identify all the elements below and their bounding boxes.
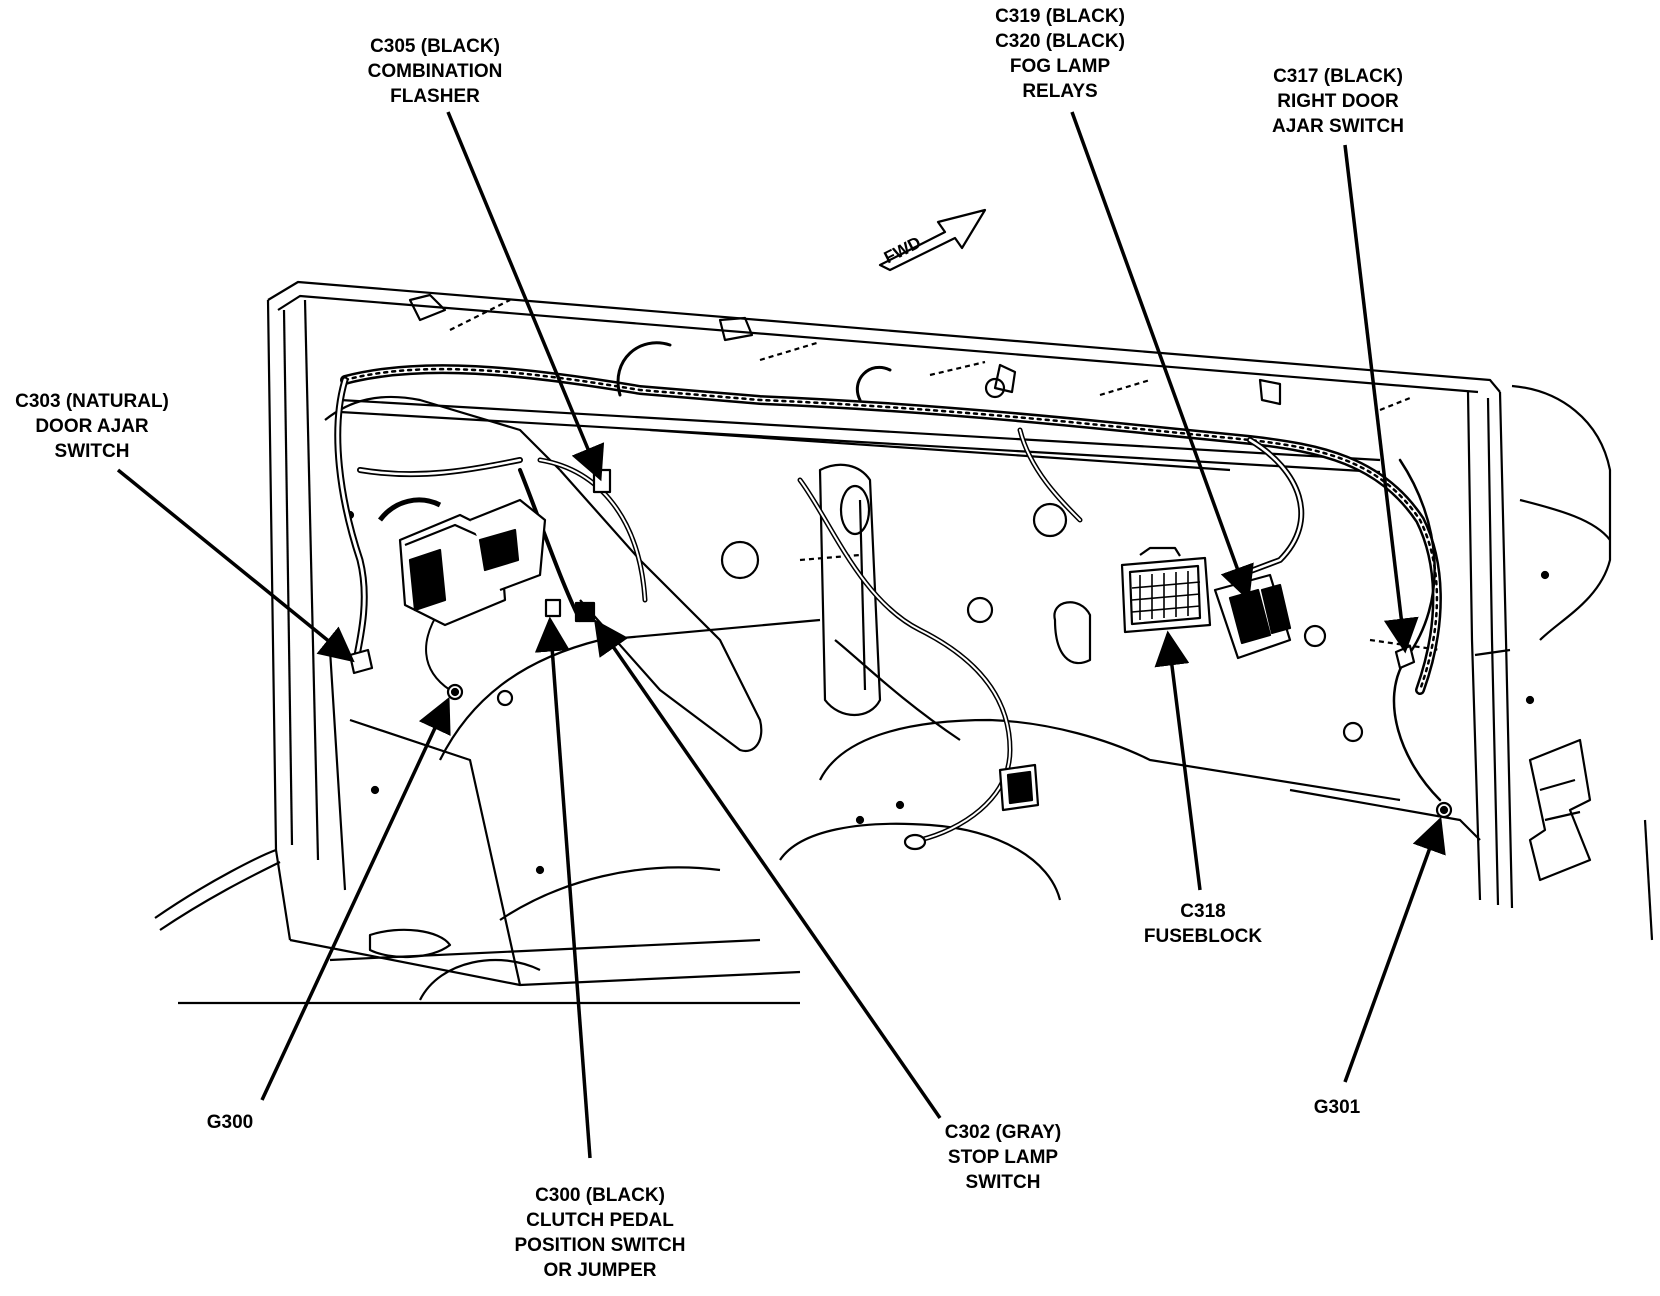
leader-c300 — [534, 616, 592, 1159]
leader-g301 — [1343, 816, 1446, 1083]
leader-c302 — [594, 619, 942, 1119]
label-c305: C305 (BLACK) COMBINATION FLASHER — [367, 36, 503, 107]
left-module-stack — [378, 497, 547, 627]
leader-c319-c320 — [1070, 111, 1254, 602]
c300-connector — [544, 598, 562, 618]
label-g300: G300 — [206, 1112, 254, 1133]
fwd-direction-arrow: FWD — [878, 208, 987, 272]
label-c300: C300 (BLACK) CLUTCH PEDAL POSITION SWITC… — [514, 1185, 686, 1281]
label-c302: C302 (GRAY) STOP LAMP SWITCH — [944, 1122, 1062, 1193]
fog-lamp-relays — [1213, 573, 1292, 660]
fuseblock — [1120, 546, 1212, 634]
leader-c317 — [1343, 144, 1419, 654]
c302-connector — [574, 601, 596, 623]
leader-lines — [116, 111, 1446, 1159]
leader-g300 — [260, 696, 451, 1101]
label-c319-c320: C319 (BLACK) C320 (BLACK) FOG LAMP RELAY… — [995, 6, 1125, 102]
c303-connector — [348, 648, 374, 675]
label-c303: C303 (NATURAL) DOOR AJAR SWITCH — [15, 391, 169, 462]
wiring-harness — [334, 341, 1442, 843]
leader-c305 — [446, 111, 605, 482]
leader-c303 — [116, 468, 355, 663]
dash-panel — [154, 280, 1654, 1005]
lower-harness-connector — [998, 763, 1040, 812]
label-c318: C318 FUSEBLOCK — [1143, 901, 1263, 947]
leader-c318 — [1154, 630, 1202, 891]
components — [348, 468, 1592, 882]
label-c317: C317 (BLACK) RIGHT DOOR AJAR SWITCH — [1272, 66, 1404, 137]
label-g301: G301 — [1313, 1097, 1361, 1118]
